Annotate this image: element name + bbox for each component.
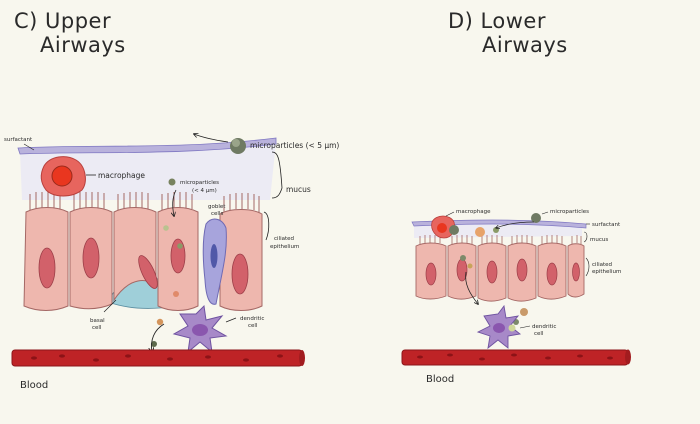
upper-blood-label: Blood [20,380,48,391]
upper-airways-panel: C) Upper Airways [4,9,339,391]
lower-nuclei [425,258,580,286]
lower-particle-arrow [496,221,535,228]
upper-goblet-label-1: goblet [208,204,226,210]
lower-epithelium-bracket [585,257,590,277]
upper-nuclei [38,237,249,295]
lower-title-line2: Airways [482,33,568,57]
goblet-nucleus [210,244,218,268]
upper-mucus-label: mucus [286,185,311,194]
lower-transport-arrow [465,271,478,304]
upper-macrophage [40,156,86,197]
upper-surface-microparticle [230,138,246,154]
upper-microparticles-size-label: (< 4 µm) [192,188,217,194]
upper-particle-arrow [194,134,229,143]
upper-dendritic-cell [172,304,228,354]
lower-microparticles [460,213,541,325]
lower-microparticles-label: microparticles [550,209,589,215]
upper-title-line2: Airways [40,33,126,57]
upper-transport-arrow [152,323,165,352]
lower-surfactant-label: surfactant [592,222,621,228]
lower-mucus-label: mucus [590,237,608,243]
upper-macrophage-label: macrophage [98,171,145,180]
upper-ciliated-label-1: ciliated [274,236,294,242]
upper-basal-label-2: cell [92,325,102,331]
lower-microparticles-pointer [541,211,549,215]
upper-small-particle-arrow [173,189,177,216]
upper-blood-vessel [11,349,305,367]
lower-dendritic-label-1: dendritic [532,324,556,330]
upper-basal-label-1: basal [90,318,105,324]
lower-macrophage [431,215,459,239]
upper-dendritic-label-1: dendritic [240,316,264,322]
upper-ciliated-label-2: epithelium [270,244,299,250]
upper-dendritic-pointer [225,317,237,323]
lower-airways-panel: D) Lower Airways ma [401,9,631,385]
lower-macrophage-pointer [445,211,455,217]
lower-ciliated-label-2: epithelium [592,269,621,275]
lower-mucus-bracket [583,231,588,243]
upper-title-line1: C) Upper [14,9,111,33]
upper-mucus-bracket [271,151,283,199]
lower-blood-label: Blood [426,374,454,385]
upper-microparticles-label: microparticles (< 5 µm) [250,141,339,150]
upper-small-microparticle [168,178,176,186]
lower-ciliated-epithelium [415,242,585,302]
lower-dendritic-cell [476,304,522,350]
upper-dendritic-label-2: cell [248,323,258,329]
lower-cilia [419,235,582,244]
upper-surfactant-pointer [23,143,35,151]
upper-surfactant-label: surfactant [4,137,33,143]
upper-goblet-label-2: cells [211,211,223,217]
upper-epithelium-bracket [263,211,270,241]
lower-dendritic-pointer [519,325,531,329]
lower-ciliated-label-1: ciliated [592,262,612,268]
lower-macrophage-label: macrophage [456,209,491,215]
upper-microparticles-small-label: microparticles [180,180,219,186]
lower-dendritic-label-2: cell [534,331,544,337]
upper-cilia [29,192,260,212]
upper-surfactant-layer [17,137,277,155]
lower-blood-vessel [401,349,631,366]
lower-title-line1: D) Lower [448,9,546,33]
upper-basal-pointer [103,299,117,313]
